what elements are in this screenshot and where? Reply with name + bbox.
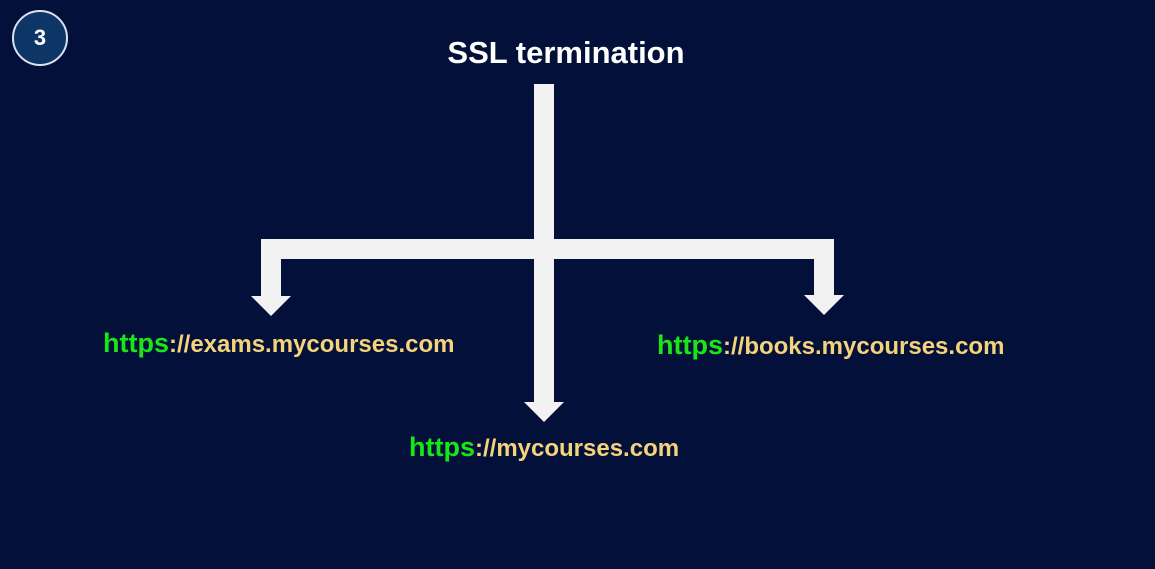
exams-url-label: https://exams.mycourses.com bbox=[103, 328, 454, 360]
diagram-title: SSL termination bbox=[447, 35, 685, 70]
left-arrow-shaft bbox=[261, 239, 281, 296]
url-scheme: https bbox=[103, 328, 169, 358]
step-number-badge: 3 bbox=[12, 10, 68, 66]
url-host: ://mycourses.com bbox=[474, 435, 680, 462]
url-scheme: https bbox=[657, 330, 723, 360]
branch-bar bbox=[261, 239, 834, 259]
center-arrow-head bbox=[524, 402, 564, 422]
right-arrow-head bbox=[804, 295, 844, 315]
books-url-label: https://books.mycourses.com bbox=[657, 330, 1004, 362]
url-scheme: https bbox=[409, 432, 475, 462]
url-host: ://exams.mycourses.com bbox=[168, 331, 455, 358]
right-arrow-shaft bbox=[814, 239, 834, 295]
url-host: ://books.mycourses.com bbox=[722, 333, 1005, 360]
main-url-label: https://mycourses.com bbox=[409, 432, 679, 464]
left-arrow-head bbox=[251, 296, 291, 316]
